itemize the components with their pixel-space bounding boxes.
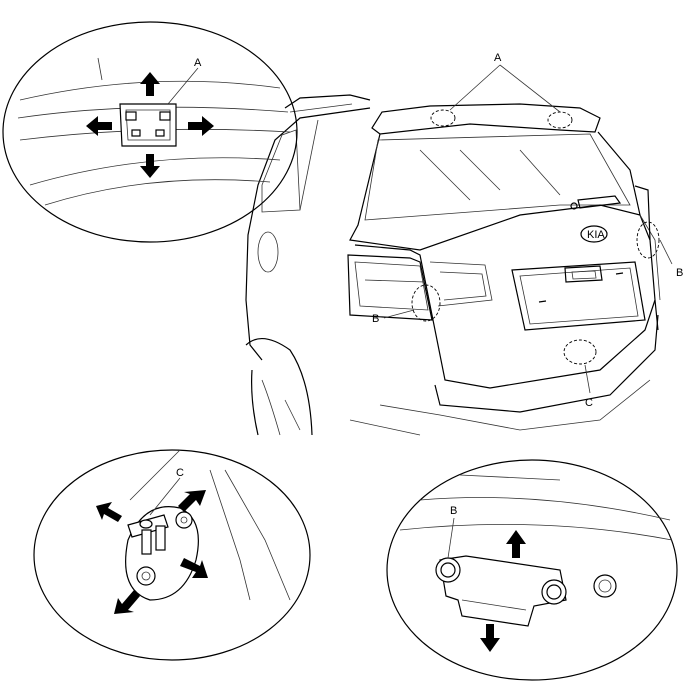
detail-circle-b-left bbox=[411, 284, 441, 322]
arrow-right-icon bbox=[188, 116, 214, 136]
label-c-detail: C bbox=[176, 467, 184, 479]
arrow-downleft-icon bbox=[114, 590, 140, 614]
detail-circle-a-right bbox=[547, 111, 573, 129]
detail-circle-a-left bbox=[430, 109, 456, 127]
arrow-downright-icon bbox=[180, 558, 208, 578]
arrow-up-icon-b bbox=[506, 530, 526, 558]
label-a-detail: A bbox=[194, 57, 202, 69]
detail-b-bumper-stopper: B bbox=[386, 459, 678, 681]
detail-c-striker: C bbox=[33, 449, 311, 661]
arrow-down-icon bbox=[140, 154, 160, 178]
label-b-left: B bbox=[372, 313, 379, 325]
detail-circle-c bbox=[563, 339, 597, 365]
label-b-detail: B bbox=[450, 505, 457, 517]
detail-a-spoiler-clip: A bbox=[2, 21, 298, 243]
label-a-main: A bbox=[494, 52, 502, 64]
detail-circle-b-right bbox=[636, 221, 660, 259]
arrow-upright-icon bbox=[178, 490, 206, 512]
label-b-right: B bbox=[676, 267, 683, 279]
arrow-left-icon bbox=[86, 116, 112, 136]
arrow-upleft-icon bbox=[96, 502, 122, 522]
svg-text:KIA: KIA bbox=[587, 229, 605, 241]
vehicle-rear-view: KIA A B B C bbox=[245, 52, 683, 436]
arrow-up-icon bbox=[140, 72, 160, 96]
arrow-down-icon-b bbox=[480, 624, 500, 652]
label-c-main: C bbox=[585, 397, 593, 409]
